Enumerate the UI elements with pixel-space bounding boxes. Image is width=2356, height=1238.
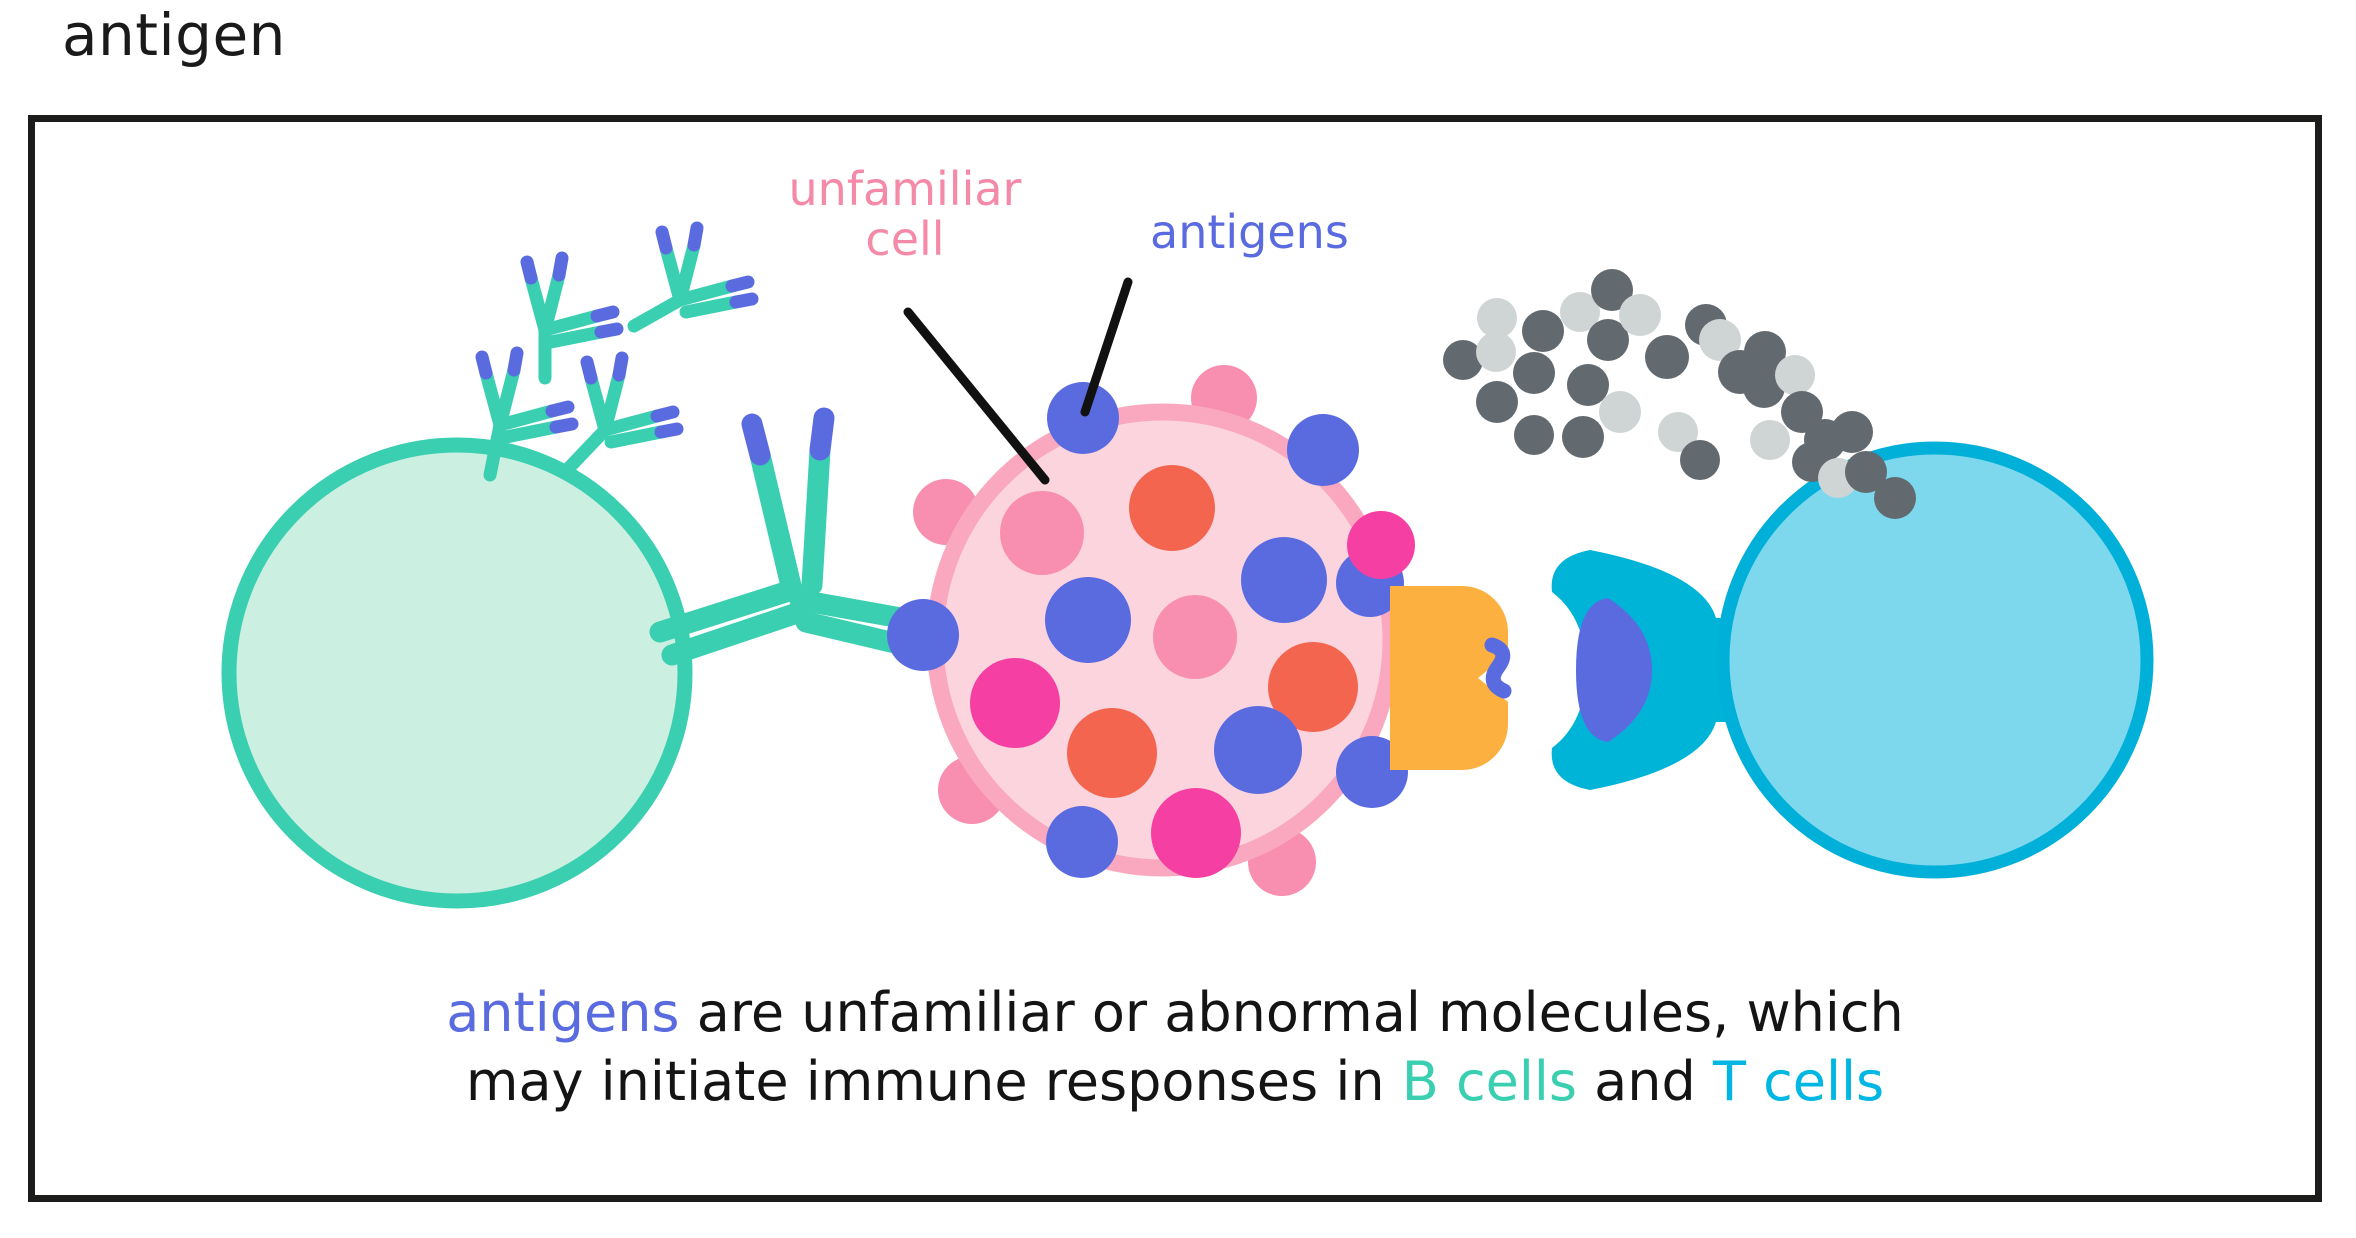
caption-line-2: may initiate immune responses in B cells… (28, 1047, 2322, 1116)
caption-keyword-b-cells: B cells (1401, 1050, 1577, 1114)
label-unfamiliar-cell: unfamiliar cell (745, 162, 1065, 266)
caption-keyword-antigens: antigens (446, 981, 680, 1044)
label-antigens: antigens (1150, 205, 1349, 259)
caption-line2-pre: may initiate immune responses in (465, 1050, 1402, 1114)
caption-line2-mid: and (1577, 1050, 1713, 1114)
caption-line-1: antigens are unfamiliar or abnormal mole… (28, 978, 2322, 1047)
label-unfamiliar-cell-line2: cell (865, 211, 945, 266)
caption: antigens are unfamiliar or abnormal mole… (28, 978, 2322, 1116)
page-title: antigen (62, 1, 286, 69)
caption-line1-rest: are unfamiliar or abnormal molecules, wh… (679, 981, 1904, 1044)
label-unfamiliar-cell-line1: unfamiliar (788, 162, 1022, 216)
caption-keyword-t-cells: T cells (1712, 1050, 1885, 1114)
